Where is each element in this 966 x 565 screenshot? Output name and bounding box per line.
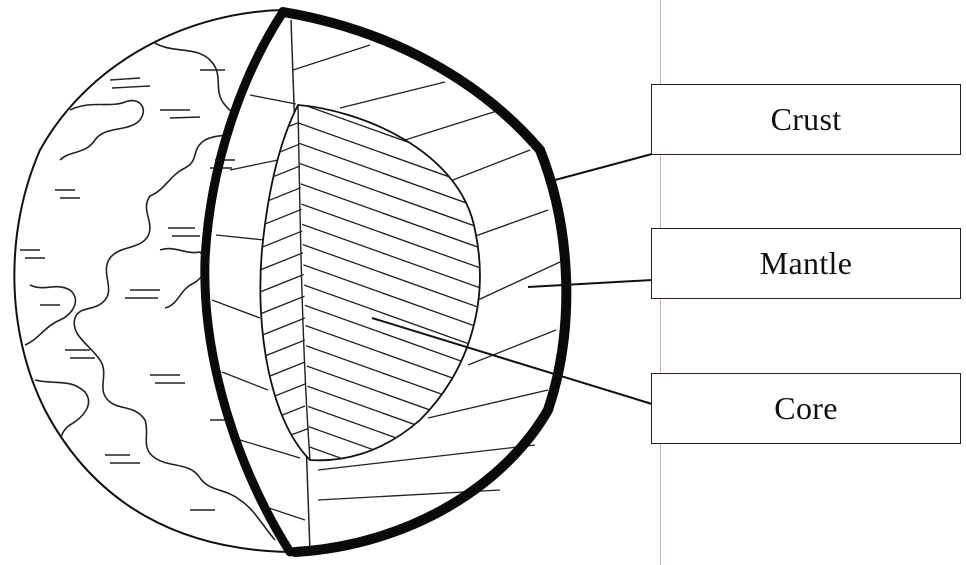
mantle-label: Mantle [760,245,852,282]
mantle-label-box: Mantle [651,228,961,299]
core-label: Core [774,390,837,427]
core-label-box: Core [651,373,961,444]
crust-leader-line [555,154,652,180]
crust-label: Crust [771,101,842,138]
continent-outline [60,101,143,160]
continent-outline [35,380,89,455]
continent-outline [25,285,75,345]
crust-label-box: Crust [651,84,961,155]
continent-outline [160,249,205,308]
